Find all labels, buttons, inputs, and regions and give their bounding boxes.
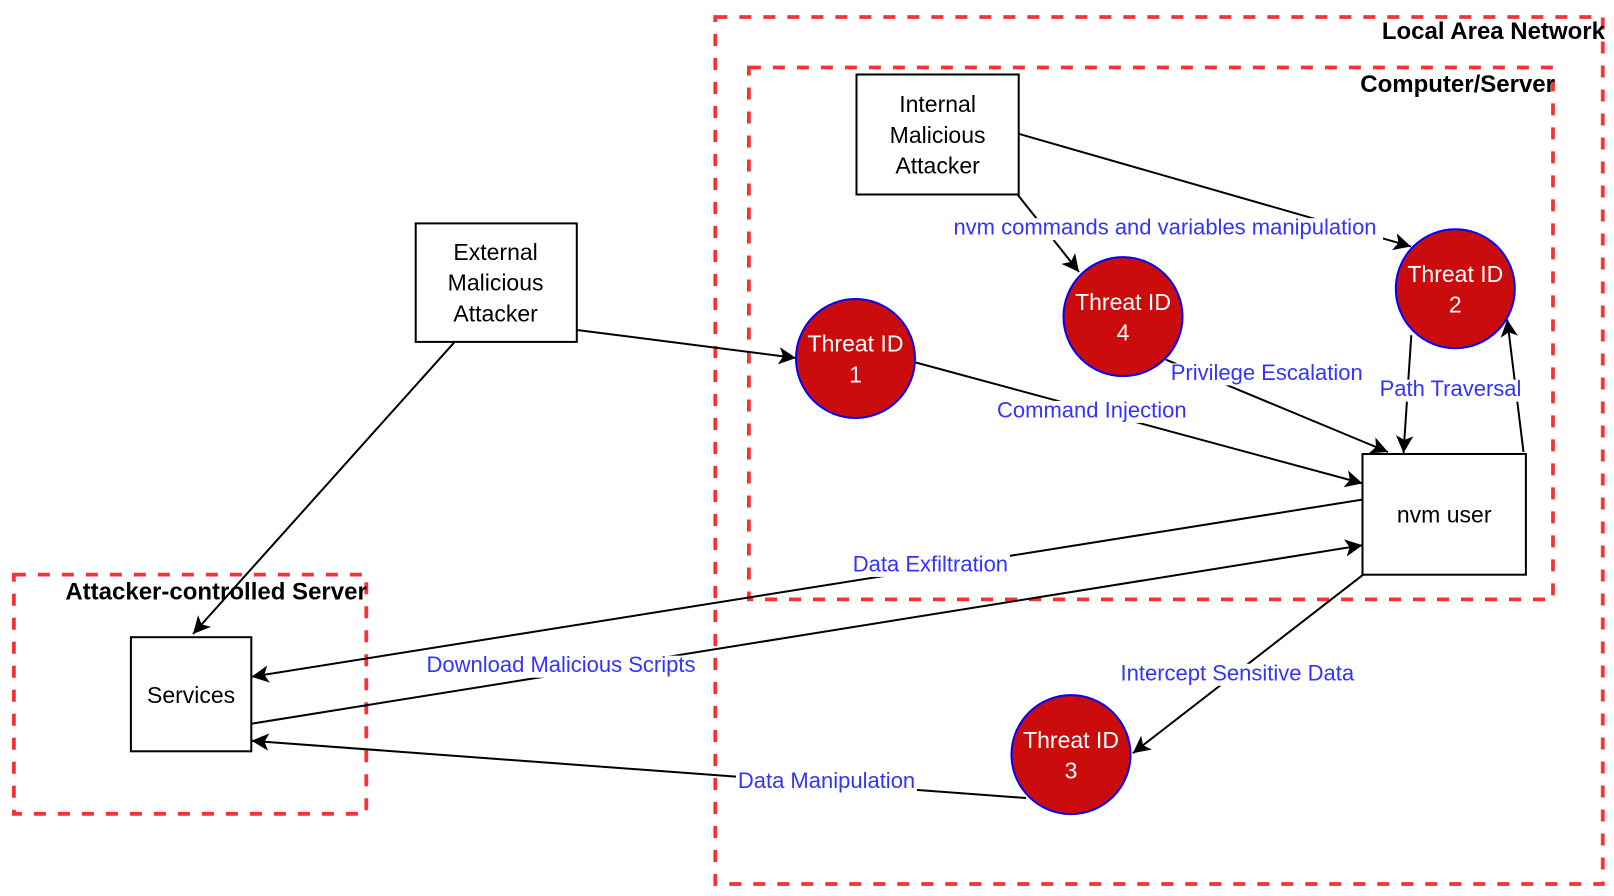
svg-text:Download Malicious Scripts: Download Malicious Scripts <box>427 652 696 677</box>
svg-text:Threat ID: Threat ID <box>1407 261 1503 287</box>
svg-text:Attacker-controlled Server: Attacker-controlled Server <box>65 579 366 606</box>
svg-text:Data Exfiltration: Data Exfiltration <box>853 551 1008 576</box>
svg-text:Computer/Server: Computer/Server <box>1360 71 1555 98</box>
svg-text:4: 4 <box>1117 319 1130 345</box>
svg-text:Privilege Escalation: Privilege Escalation <box>1171 360 1363 385</box>
svg-text:Services: Services <box>147 682 235 708</box>
svg-text:2: 2 <box>1449 292 1462 318</box>
svg-text:Intercept Sensitive Data: Intercept Sensitive Data <box>1121 660 1355 685</box>
svg-text:Local Area Network: Local Area Network <box>1382 18 1606 45</box>
svg-text:Threat ID: Threat ID <box>808 331 904 357</box>
svg-text:Path Traversal: Path Traversal <box>1380 376 1522 401</box>
svg-text:3: 3 <box>1065 757 1078 783</box>
svg-text:Threat ID: Threat ID <box>1075 289 1171 315</box>
svg-text:Attacker: Attacker <box>895 153 980 179</box>
svg-text:Threat ID: Threat ID <box>1023 727 1119 753</box>
svg-text:nvm user: nvm user <box>1397 502 1492 528</box>
svg-text:External: External <box>453 239 537 265</box>
svg-text:Internal: Internal <box>899 91 976 117</box>
svg-text:Malicious: Malicious <box>448 270 544 296</box>
svg-text:Attacker: Attacker <box>453 300 538 326</box>
svg-text:Command Injection: Command Injection <box>997 397 1187 422</box>
svg-text:Malicious: Malicious <box>890 122 986 148</box>
svg-text:Data Manipulation: Data Manipulation <box>738 768 915 793</box>
svg-text:nvm commands and variables man: nvm commands and variables manipulation <box>953 215 1376 240</box>
svg-text:1: 1 <box>849 361 862 387</box>
